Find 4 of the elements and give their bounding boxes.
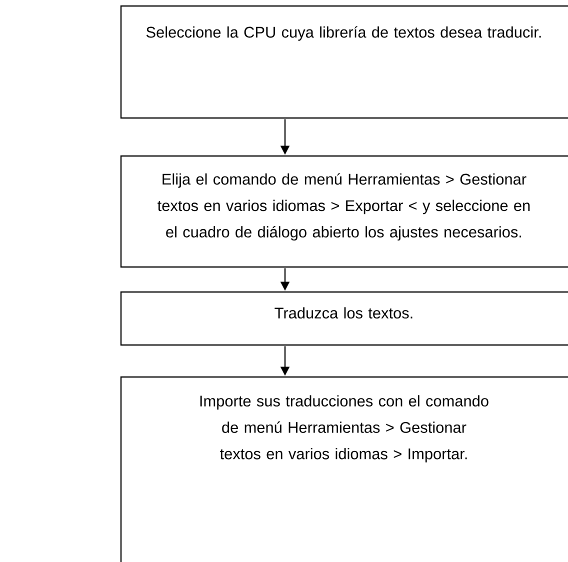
process-box: Importe sus traducciones con el comando de menú Herramientas > Gestionar textos en varios idiomas > Importar. xyxy=(120,376,568,562)
process-box: Elija el comando de menú Herramientas > Gestionar textos en varios idiomas > Exportar < y seleccione en el cuadro de diálogo abierto los ajustes necesarios. xyxy=(120,155,568,268)
process-box: Traduzca los textos. xyxy=(120,291,568,346)
process-box: Seleccione la CPU cuya librería de textos desea traducir. xyxy=(120,5,568,119)
